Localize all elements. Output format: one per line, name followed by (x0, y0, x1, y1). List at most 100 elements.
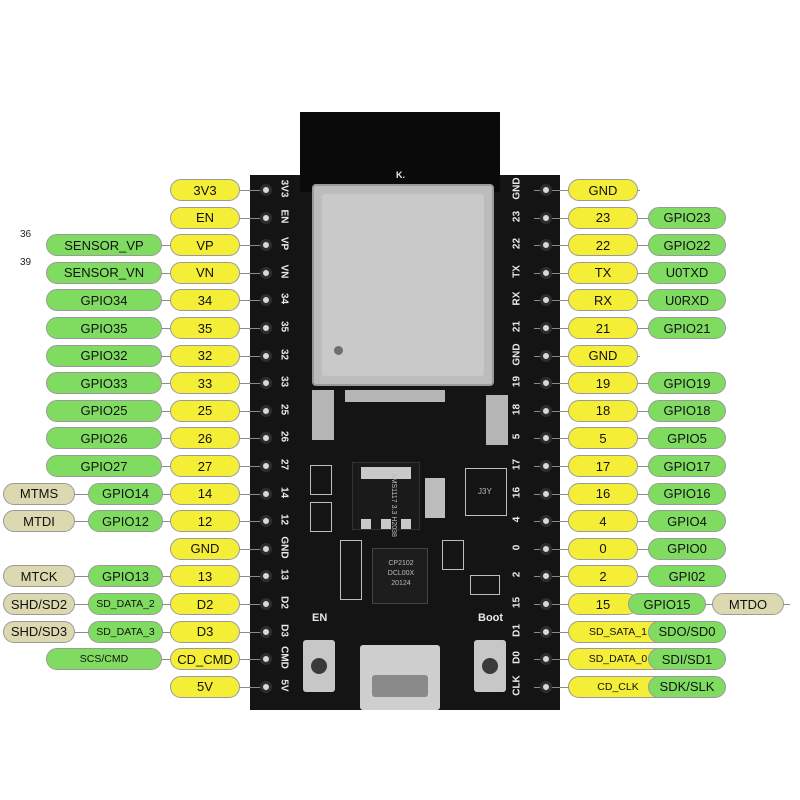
pin-function-label: GPIO5 (648, 427, 726, 450)
silk-label: 25 (278, 403, 290, 415)
pin-label: 14 (170, 482, 240, 505)
pin-hole (540, 377, 552, 390)
silk-label: 34 (278, 293, 290, 305)
pin-label: 4 (568, 510, 638, 533)
pin-function-label: GPIO23 (648, 206, 726, 229)
en-label: EN (312, 612, 328, 624)
pin-function-label: SDI/SD1 (648, 648, 726, 671)
led-area: J3Y (465, 468, 507, 516)
micro-usb-port[interactable] (360, 645, 440, 710)
pin-label: VP (170, 234, 240, 257)
pin-hole (540, 625, 552, 638)
pin-leader-line (70, 493, 266, 495)
pin-label: 16 (568, 482, 638, 505)
pad-row (345, 390, 445, 402)
pin-label: D3 (170, 620, 240, 643)
silk-label: 35 (278, 320, 290, 333)
pin-hole (260, 487, 272, 500)
pin-alt-label: MTMS (3, 482, 75, 505)
pin-label: D2 (170, 593, 240, 615)
smd-part (442, 540, 464, 570)
silk-label: 33 (278, 376, 290, 388)
pin-label: 12 (170, 510, 240, 533)
silk-label: 26 (278, 431, 290, 443)
boot-label: Boot (478, 612, 504, 624)
pin-hole (540, 322, 552, 334)
en-button[interactable] (303, 640, 335, 692)
pin-number: 36 (20, 229, 32, 241)
silk-label: 32 (278, 348, 290, 360)
pin-hole (540, 460, 552, 472)
silk-label: VN (278, 264, 290, 279)
pin-label: EN (170, 206, 240, 229)
pin-function-label: GPIO33 (46, 372, 162, 395)
pin-label: SD_SATA_1 (568, 620, 668, 643)
silk-label: GND (511, 177, 523, 200)
pin-leader-line (240, 548, 266, 550)
pin1-marker (334, 346, 343, 355)
pin-alt-label: SHD/SD3 (3, 620, 75, 643)
silk-label: 18 (511, 403, 523, 415)
pin-label: 2 (568, 565, 638, 588)
pin-hole (260, 598, 272, 610)
pin-function-label: SD_DATA_3 (88, 620, 163, 643)
boot-button-cap[interactable] (482, 658, 498, 674)
regulator-label: AMS1117 3.3 H2038 (390, 473, 397, 537)
pin-function-label: GPIO16 (648, 482, 726, 505)
pin-function-label: GPIO27 (46, 455, 162, 477)
silk-label: 15 (511, 596, 523, 609)
pin-function-label: GPIO4 (648, 510, 726, 533)
smd-part (310, 502, 332, 532)
pin-hole (540, 184, 552, 196)
pin-label: 33 (170, 372, 240, 395)
pin-function-label: GPIO15 (628, 593, 706, 615)
silk-label: D0 (511, 651, 523, 665)
smd-part (310, 465, 332, 495)
pin-hole (260, 680, 272, 693)
pin-hole (260, 460, 272, 472)
silk-label: TX (511, 264, 523, 278)
pin-function-label: SDO/SD0 (648, 620, 726, 643)
silk-label: CMD (278, 646, 290, 670)
module-mark: K. (396, 170, 405, 180)
pin-function-label: U0RXD (648, 289, 726, 312)
pin-label: 21 (568, 317, 638, 339)
smd-part (470, 575, 500, 595)
usb-chip-label: CP2102 DCL00X 20124 (387, 560, 415, 587)
silk-label: 5V (278, 679, 290, 692)
boot-button[interactable] (474, 640, 506, 692)
pin-label: SD_DATA_0 (568, 648, 668, 671)
silk-label: 0 (511, 544, 523, 551)
pin-hole (540, 542, 552, 555)
silk-label: 14 (278, 486, 290, 498)
pin-label: CD_CMD (170, 648, 240, 671)
usb-uart-chip: CP2102 DCL00X 20124 (372, 548, 428, 604)
smd-part (340, 540, 362, 600)
pin-hole (260, 211, 272, 224)
pin-label: 18 (568, 399, 638, 422)
silk-label: 5 (511, 434, 523, 440)
pin-function-label: SDK/SLK (648, 675, 726, 698)
pin-number: 39 (20, 256, 32, 268)
pin-function-label: SD_DATA_2 (88, 593, 163, 615)
silk-label: 27 (278, 458, 290, 471)
pin-function-label: GPIO35 (46, 317, 162, 339)
silk-label: GND (511, 342, 523, 366)
pin-label: GND (568, 179, 638, 201)
pin-function-label: GPIO18 (648, 399, 726, 422)
pin-hole (260, 294, 272, 307)
pin-label: VN (170, 261, 240, 284)
pin-label: 19 (568, 372, 638, 395)
pin-function-label: GPIO12 (88, 510, 163, 533)
silk-label: 23 (511, 210, 523, 222)
pin-hole (260, 404, 272, 417)
pin-label: 23 (568, 206, 638, 229)
pin-label: 5 (568, 427, 638, 450)
pin-leader-line (70, 604, 266, 605)
en-button-cap[interactable] (311, 658, 327, 674)
pin-hole (540, 515, 552, 528)
pin-hole (540, 653, 552, 666)
pin-function-label: U0TXD (648, 261, 726, 284)
capacitor (425, 478, 445, 518)
pin-hole (540, 487, 552, 500)
